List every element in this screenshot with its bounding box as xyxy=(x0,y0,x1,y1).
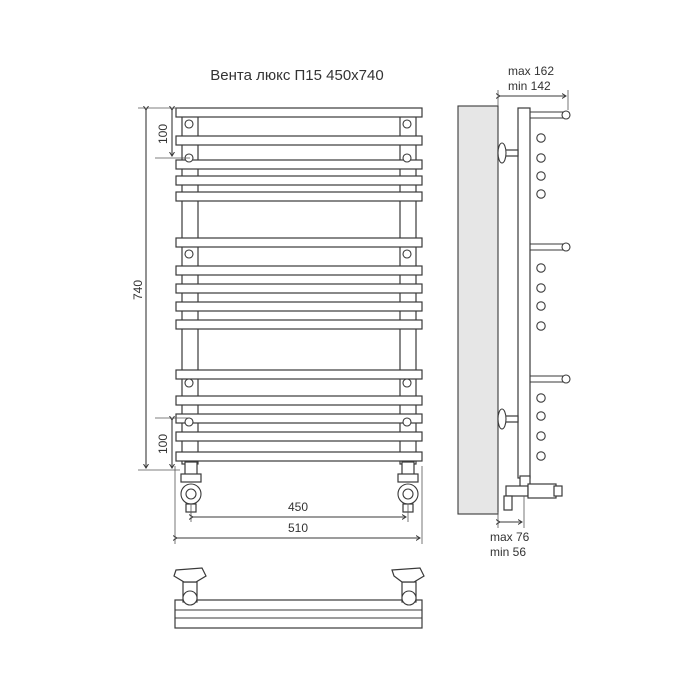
bar-end-dot xyxy=(536,283,546,293)
left-valve-top xyxy=(173,567,207,583)
mounting-dot xyxy=(402,119,412,129)
total-width-label: 510 xyxy=(288,521,308,535)
rail-bar xyxy=(175,369,423,380)
top-depth-max: max 162 xyxy=(508,64,554,78)
top-bracket xyxy=(497,142,519,164)
middle-shelf-hook xyxy=(530,242,571,252)
top-step-dimension: 100 xyxy=(155,110,190,159)
bar-end-dot xyxy=(536,153,546,163)
front-view: 740 100 100 450 510 xyxy=(131,107,423,544)
bar-ends xyxy=(536,133,546,461)
bottom-step-label: 100 xyxy=(156,434,170,454)
top-depth-dimension: max 162 min 142 xyxy=(498,64,569,110)
right-valve-top xyxy=(391,567,425,583)
rail-bar xyxy=(175,431,423,442)
rail-bar xyxy=(175,283,423,294)
bar-end-dot xyxy=(536,431,546,441)
rail-bar xyxy=(175,107,423,118)
top-shelf-hook xyxy=(530,110,571,120)
rail-bar xyxy=(175,135,423,146)
bar-end-dot xyxy=(536,171,546,181)
rail-bar xyxy=(175,175,423,186)
rail-bar xyxy=(175,451,423,462)
bar-end-dot xyxy=(536,451,546,461)
bar-end-dot xyxy=(536,263,546,273)
bottom-depth-dimension: max 76 min 56 xyxy=(490,496,530,559)
mounting-dot xyxy=(184,119,194,129)
mounting-dot xyxy=(184,249,194,259)
rail-bar xyxy=(175,319,423,330)
mounting-dot xyxy=(184,417,194,427)
mounting-dot xyxy=(402,417,412,427)
bottom-depth-max: max 76 xyxy=(490,530,530,544)
bar-end-dot xyxy=(536,411,546,421)
bar-end-dot xyxy=(536,393,546,403)
rail-bar xyxy=(175,237,423,248)
bottom-bracket xyxy=(497,408,519,430)
bar-end-dot xyxy=(536,189,546,199)
bar-end-dot xyxy=(536,301,546,311)
axis-width-label: 450 xyxy=(288,500,308,514)
rail-bar xyxy=(175,191,423,202)
side-riser xyxy=(517,107,531,479)
mounting-dot xyxy=(402,249,412,259)
mounting-dot xyxy=(402,153,412,163)
total-width-dimension: 510 xyxy=(175,466,423,544)
bottom-step-dimension: 100 xyxy=(155,418,190,468)
side-valve xyxy=(503,475,563,511)
product-title: Вента люкс П15 450x740 xyxy=(210,67,383,84)
side-view: max 162 min 142 max 76 min 56 xyxy=(457,64,571,559)
rail-bar xyxy=(175,265,423,276)
top-view xyxy=(173,567,425,629)
mounting-dot xyxy=(402,378,412,388)
lower-shelf-hook xyxy=(530,374,571,384)
bar-end-dot xyxy=(536,321,546,331)
axis-width-dimension: 450 xyxy=(191,500,409,522)
wall xyxy=(457,105,499,515)
rail-bar xyxy=(175,413,423,424)
rail-bars xyxy=(175,107,423,462)
bottom-depth-min: min 56 xyxy=(490,545,526,559)
bar-end-dot xyxy=(536,133,546,143)
rail-bar xyxy=(175,159,423,170)
rail-bar xyxy=(175,301,423,312)
height-label: 740 xyxy=(131,280,145,300)
rail-bar xyxy=(175,395,423,406)
mounting-dot xyxy=(184,378,194,388)
top-depth-min: min 142 xyxy=(508,79,551,93)
top-step-label: 100 xyxy=(156,124,170,144)
top-view-rail-outer xyxy=(174,599,423,629)
height-dimension: 740 xyxy=(131,108,180,471)
